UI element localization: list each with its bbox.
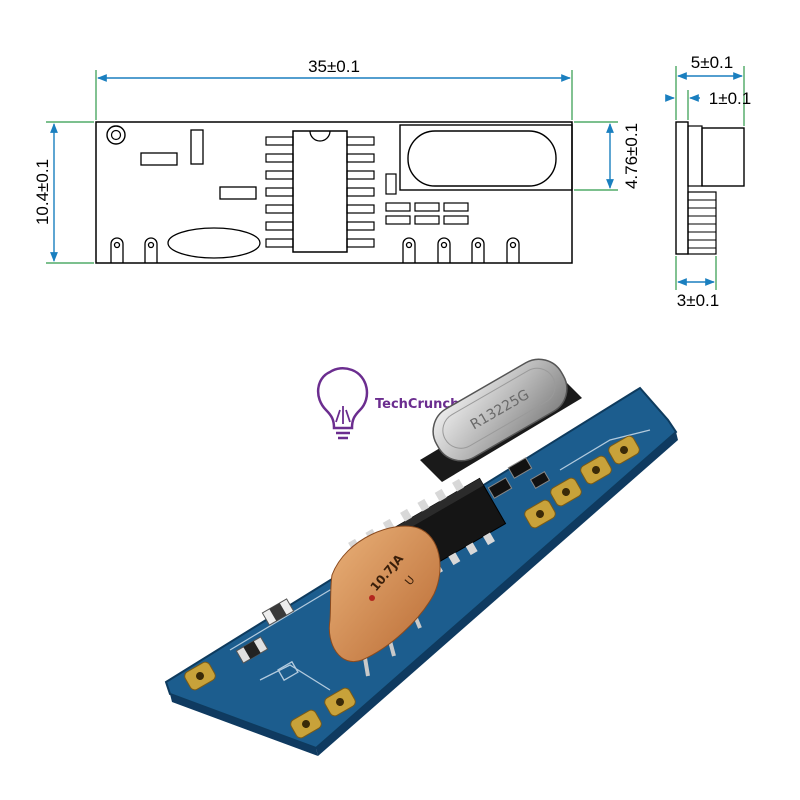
length-label: 35±0.1: [308, 57, 360, 76]
pin-offset-label: 3±0.1: [677, 291, 719, 310]
smd-component: [190, 129, 204, 165]
crystal-oscillator: R13225G: [420, 358, 582, 482]
crystal-height-label: 4.76±0.1: [622, 123, 641, 189]
board-outline: [95, 121, 573, 264]
side-view: 5±0.1 1±0.1 3±0.1: [665, 53, 751, 310]
board-thickness-label: 1±0.1: [709, 89, 751, 108]
edge-pads: [184, 435, 640, 739]
smd-component: [219, 186, 257, 200]
mechanical-drawing: 35±0.1 10.4±0.1 4.76±0.1: [33, 53, 751, 310]
crystal-outline: [399, 124, 573, 191]
ceramic-capacitor: 10.7JA U: [328, 525, 441, 677]
ic-chip-outline: [265, 130, 375, 253]
pin-pads: [110, 237, 520, 263]
side-width-label: 5±0.1: [691, 53, 733, 72]
resistor-array: [385, 202, 469, 225]
height-label: 10.4±0.1: [33, 159, 52, 225]
mounting-hole: [106, 125, 126, 145]
dimension-height: 10.4±0.1: [33, 121, 94, 264]
dimension-crystal-height: 4.76±0.1: [574, 121, 641, 191]
dimension-length: 35±0.1: [95, 57, 573, 120]
module-photo: R13225G 10.7JA U: [164, 358, 678, 756]
lightbulb-icon: [317, 367, 369, 440]
capacitor-outline: [167, 227, 261, 259]
smd-component: [140, 152, 178, 166]
